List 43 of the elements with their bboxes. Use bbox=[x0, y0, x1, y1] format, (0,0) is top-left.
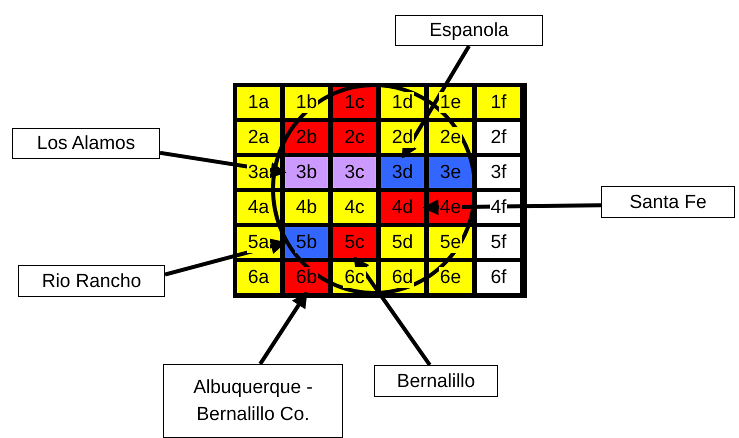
grid-cell: 6d bbox=[381, 262, 424, 293]
grid-cell: 5b bbox=[285, 227, 328, 258]
grid-cell: 2b bbox=[285, 122, 328, 153]
leader-arrow bbox=[422, 199, 602, 216]
grid-cell: 1f bbox=[477, 87, 520, 118]
grid-cell: 1a bbox=[237, 87, 280, 118]
grid-cell: 5d bbox=[381, 227, 424, 258]
callout-label: Los Alamos bbox=[12, 128, 160, 159]
grid-cell: 3d bbox=[381, 157, 424, 188]
leader-arrow bbox=[400, 44, 471, 158]
grid-cell: 5f bbox=[477, 227, 520, 258]
grid-cell: 3b bbox=[285, 157, 328, 188]
grid-cell: 2f bbox=[477, 122, 520, 153]
grid-cell: 4c bbox=[333, 192, 376, 223]
grid-cell: 4d bbox=[381, 192, 424, 223]
grid-cell: 6f bbox=[477, 262, 520, 293]
callout-label: Rio Rancho bbox=[18, 265, 165, 297]
grid-cell: 3f bbox=[477, 157, 520, 188]
grid-cell: 2d bbox=[381, 122, 424, 153]
grid-cell: 1d bbox=[381, 87, 424, 118]
grid-cell: 5c bbox=[333, 227, 376, 258]
grid-cell: 3c bbox=[333, 157, 376, 188]
grid-cell: 6a bbox=[237, 262, 280, 293]
callout-label: Espanola bbox=[395, 15, 543, 46]
grid-cell: 5e bbox=[429, 227, 472, 258]
callout-label: Santa Fe bbox=[601, 186, 735, 218]
leader-arrow bbox=[164, 238, 287, 277]
grid-cell: 2e bbox=[429, 122, 472, 153]
grid-cell: 4b bbox=[285, 192, 328, 223]
callout-label: Albuquerque - Bernalillo Co. bbox=[163, 364, 343, 438]
grid-cell: 6e bbox=[429, 262, 472, 293]
leader-arrow bbox=[160, 150, 287, 178]
grid-cell: 4a bbox=[237, 192, 280, 223]
callout-label: Bernalillo bbox=[374, 365, 498, 397]
grid-cell: 3e bbox=[429, 157, 472, 188]
leader-arrow bbox=[258, 292, 308, 366]
grid-cell: 1c bbox=[333, 87, 376, 118]
grid-cell: 6b bbox=[285, 262, 328, 293]
grid-cell: 2c bbox=[333, 122, 376, 153]
grid-cell: 4f bbox=[477, 192, 520, 223]
grid-cell: 2a bbox=[237, 122, 280, 153]
leader-arrow bbox=[352, 256, 432, 366]
grid-cell: 1b bbox=[285, 87, 328, 118]
